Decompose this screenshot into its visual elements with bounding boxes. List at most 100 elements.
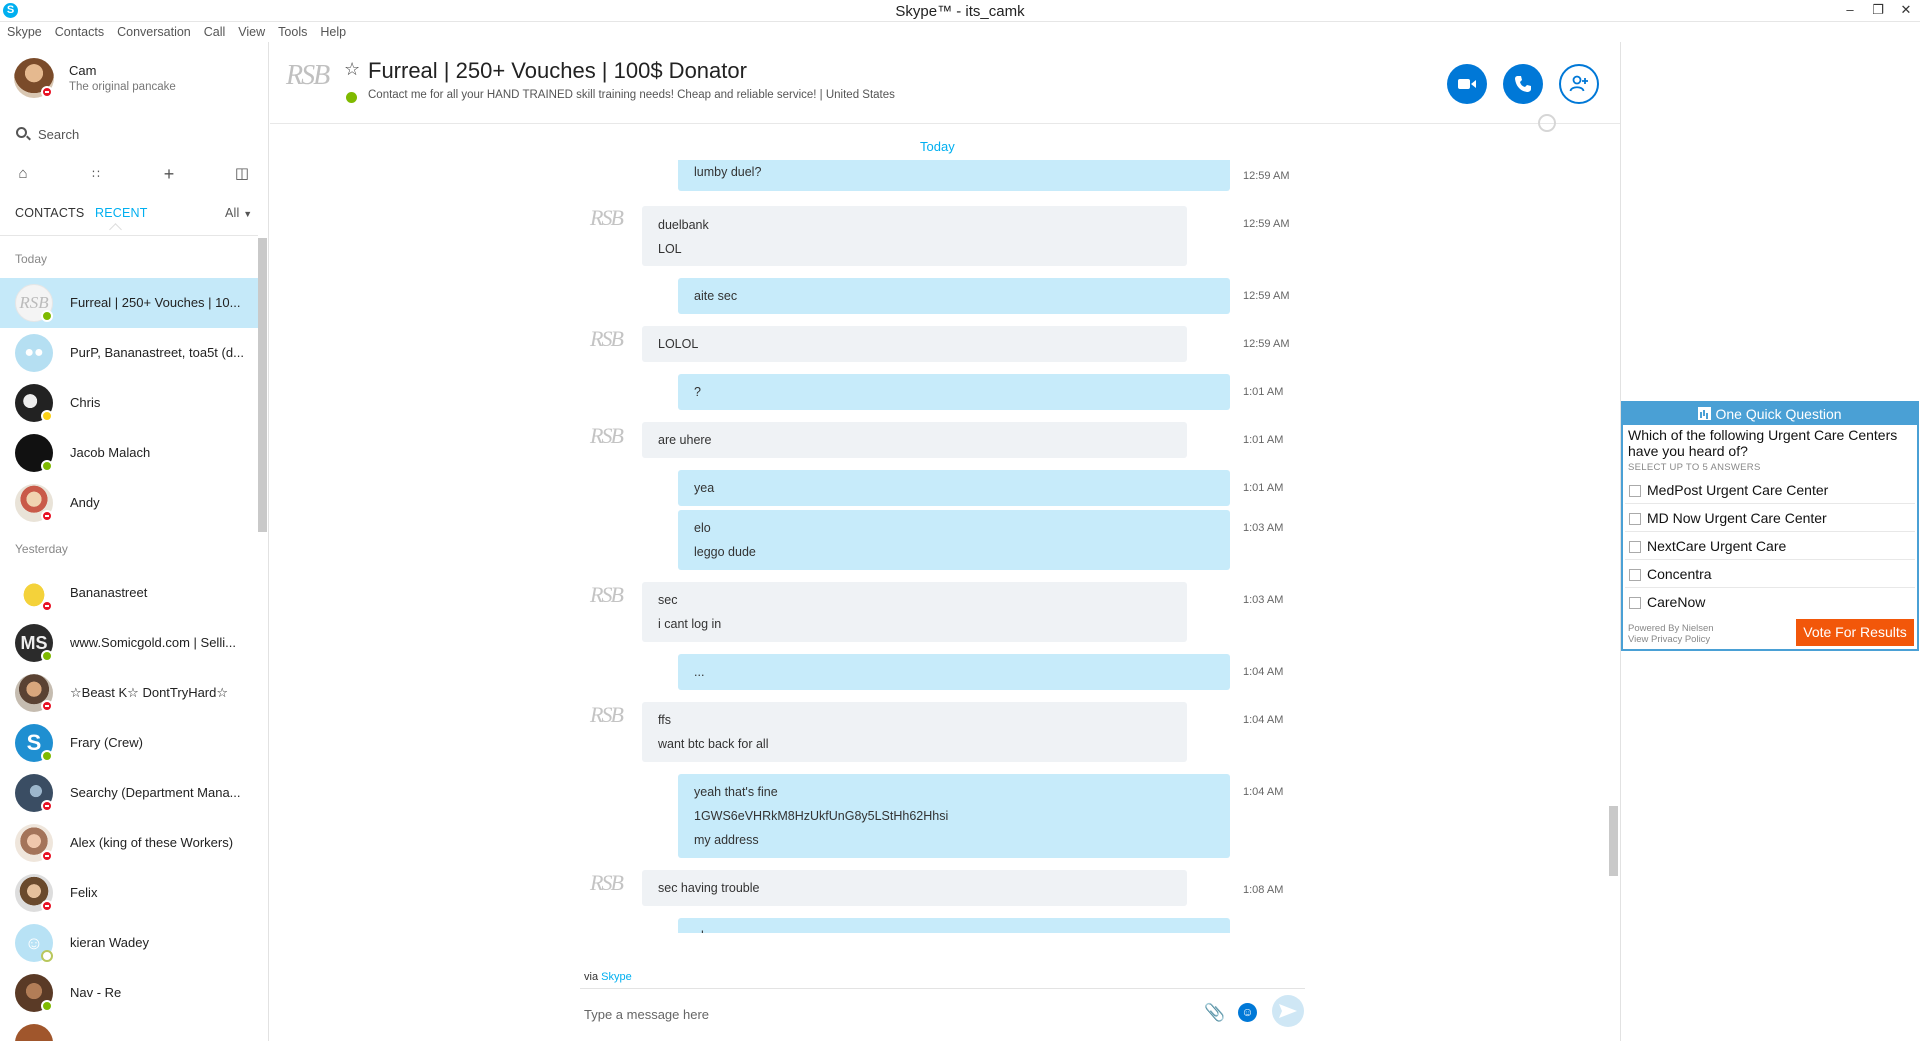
checkbox[interactable] xyxy=(1629,485,1641,497)
send-button[interactable] xyxy=(1272,995,1304,1027)
via-skype-link[interactable]: Skype xyxy=(601,971,632,983)
profile-mood[interactable]: The original pancake xyxy=(69,81,176,93)
message-avatar[interactable]: RSB xyxy=(590,423,624,448)
tab-recent[interactable]: RECENT xyxy=(95,206,148,220)
audio-call-button[interactable] xyxy=(1503,64,1543,104)
menu-skype[interactable]: Skype xyxy=(7,25,42,39)
list-item[interactable]: RSB Furreal | 250+ Vouches | 10... xyxy=(0,278,258,328)
list-item[interactable]: ☆Beast K☆ DontTryHard☆ xyxy=(0,668,258,718)
home-icon[interactable]: ⌂ xyxy=(18,165,28,182)
message-avatar[interactable]: RSB xyxy=(590,582,624,607)
star-icon[interactable]: ☆ xyxy=(344,59,361,79)
contact-name: Andy xyxy=(70,495,100,510)
message-outgoing[interactable]: elo leggo dude xyxy=(678,510,1230,570)
message-incoming[interactable]: sec i cant log in xyxy=(642,582,1187,642)
list-item[interactable]: ☺ kieran Wadey xyxy=(0,918,258,968)
message-outgoing[interactable]: aite sec xyxy=(678,278,1230,314)
add-icon[interactable]: + xyxy=(163,164,175,184)
list-item[interactable]: Jacob Malach xyxy=(0,428,258,478)
message-avatar[interactable]: RSB xyxy=(590,326,624,351)
poll-header: One Quick Question xyxy=(1623,403,1917,425)
list-item[interactable]: Nav - Re xyxy=(0,968,258,1018)
menu-contacts[interactable]: Contacts xyxy=(54,25,105,39)
checkbox[interactable] xyxy=(1629,513,1641,525)
message-incoming[interactable]: sec having trouble xyxy=(642,870,1187,906)
search-input[interactable] xyxy=(38,124,238,144)
sidebar-scrollbar[interactable] xyxy=(258,238,267,532)
checkbox[interactable] xyxy=(1629,541,1641,553)
menu-view[interactable]: View xyxy=(238,25,266,39)
dialpad-icon[interactable]: ∷ xyxy=(92,167,100,181)
message-outgoing[interactable]: yeah that's fine 1GWS6eVHRkM8HzUkfUnG8y5… xyxy=(678,774,1230,858)
contact-avatar[interactable]: RSB xyxy=(286,60,330,91)
message-avatar[interactable]: RSB xyxy=(590,702,624,727)
contact-name: www.Somicgold.com | Selli... xyxy=(70,635,236,650)
menu-conversation[interactable]: Conversation xyxy=(117,25,191,39)
emoticon-icon[interactable]: ☺ xyxy=(1238,1003,1257,1022)
list-item[interactable]: Felix xyxy=(0,868,258,918)
filter-dropdown[interactable]: All ▼ xyxy=(225,206,252,220)
message-outgoing[interactable]: yea xyxy=(678,470,1230,506)
poll-option[interactable]: CareNow xyxy=(1625,588,1915,616)
message-time: 1:01 AM xyxy=(1243,482,1284,494)
list-item[interactable]: S Frary (Crew) xyxy=(0,718,258,768)
list-item[interactable]: Alex (king of these Workers) xyxy=(0,818,258,868)
presence-offline-icon xyxy=(41,950,53,962)
poll-option[interactable]: MD Now Urgent Care Center xyxy=(1625,504,1915,532)
list-item[interactable] xyxy=(0,1018,258,1041)
message-text: ok xyxy=(694,924,1214,933)
list-item[interactable]: Chris xyxy=(0,378,258,428)
menu-help[interactable]: Help xyxy=(320,25,347,39)
poll-option[interactable]: NextCare Urgent Care xyxy=(1625,532,1915,560)
menu-call[interactable]: Call xyxy=(203,25,226,39)
vote-button[interactable]: Vote For Results xyxy=(1796,619,1914,646)
list-item[interactable]: Andy xyxy=(0,478,258,528)
close-icon[interactable]: ✕ xyxy=(1900,2,1912,17)
search-box[interactable] xyxy=(14,122,254,148)
message-incoming[interactable]: LOLOL xyxy=(642,326,1187,362)
presence-away-icon xyxy=(41,410,53,422)
presence-online-icon xyxy=(41,460,53,472)
message-scrollbar[interactable] xyxy=(1609,806,1618,876)
message-incoming[interactable]: ffs want btc back for all xyxy=(642,702,1187,762)
poll-option[interactable]: MedPost Urgent Care Center xyxy=(1625,476,1915,504)
message-outgoing[interactable]: lumby duel? xyxy=(678,160,1230,191)
message-input[interactable] xyxy=(584,1004,1174,1024)
conversation-header: RSB ☆ Furreal | 250+ Vouches | 100$ Dona… xyxy=(270,42,1620,124)
poll-option[interactable]: Concentra xyxy=(1625,560,1915,588)
message-outgoing[interactable]: ok xyxy=(678,918,1230,933)
conversation-title[interactable]: Furreal | 250+ Vouches | 100$ Donator xyxy=(368,58,747,83)
minimize-icon[interactable]: – xyxy=(1846,2,1854,17)
message-avatar[interactable]: RSB xyxy=(590,205,624,230)
message-time: 12:59 AM xyxy=(1243,338,1290,350)
restore-icon[interactable]: ❐ xyxy=(1872,2,1884,17)
video-call-button[interactable] xyxy=(1447,64,1487,104)
message-text: yea xyxy=(694,481,715,495)
contact-name: Frary (Crew) xyxy=(70,735,143,750)
list-item[interactable]: ●● PurP, Bananastreet, toa5t (d... xyxy=(0,328,258,378)
sidebar-toolbar: ⌂ ∷ + ◫ xyxy=(12,163,262,185)
contacts-book-icon[interactable]: ◫ xyxy=(234,165,250,182)
menu-tools[interactable]: Tools xyxy=(278,25,308,39)
poll-option-label: MD Now Urgent Care Center xyxy=(1647,510,1827,526)
list-item[interactable]: MS www.Somicgold.com | Selli... xyxy=(0,618,258,668)
list-item[interactable]: Searchy (Department Mana... xyxy=(0,768,258,818)
profile-name[interactable]: Cam xyxy=(69,63,97,78)
profile[interactable]: Cam The original pancake xyxy=(14,58,264,106)
privacy-policy-link[interactable]: View Privacy Policy xyxy=(1628,634,1711,645)
list-item[interactable]: Bananastreet xyxy=(0,568,258,618)
add-people-button[interactable] xyxy=(1559,64,1599,104)
globe-icon[interactable] xyxy=(1538,114,1556,132)
message-text: aite sec xyxy=(694,289,738,303)
message-avatar[interactable]: RSB xyxy=(590,870,624,895)
window-controls: – ❐ ✕ xyxy=(1836,0,1920,22)
checkbox[interactable] xyxy=(1629,569,1641,581)
message-incoming[interactable]: are uhere xyxy=(642,422,1187,458)
paperclip-icon[interactable]: 📎 xyxy=(1204,1003,1226,1022)
message-outgoing[interactable]: ... xyxy=(678,654,1230,690)
message-outgoing[interactable]: ? xyxy=(678,374,1230,410)
tab-contacts[interactable]: CONTACTS xyxy=(15,206,85,220)
contact-name: Alex (king of these Workers) xyxy=(70,835,234,850)
checkbox[interactable] xyxy=(1629,597,1641,609)
message-incoming[interactable]: duelbank LOL xyxy=(642,206,1187,266)
